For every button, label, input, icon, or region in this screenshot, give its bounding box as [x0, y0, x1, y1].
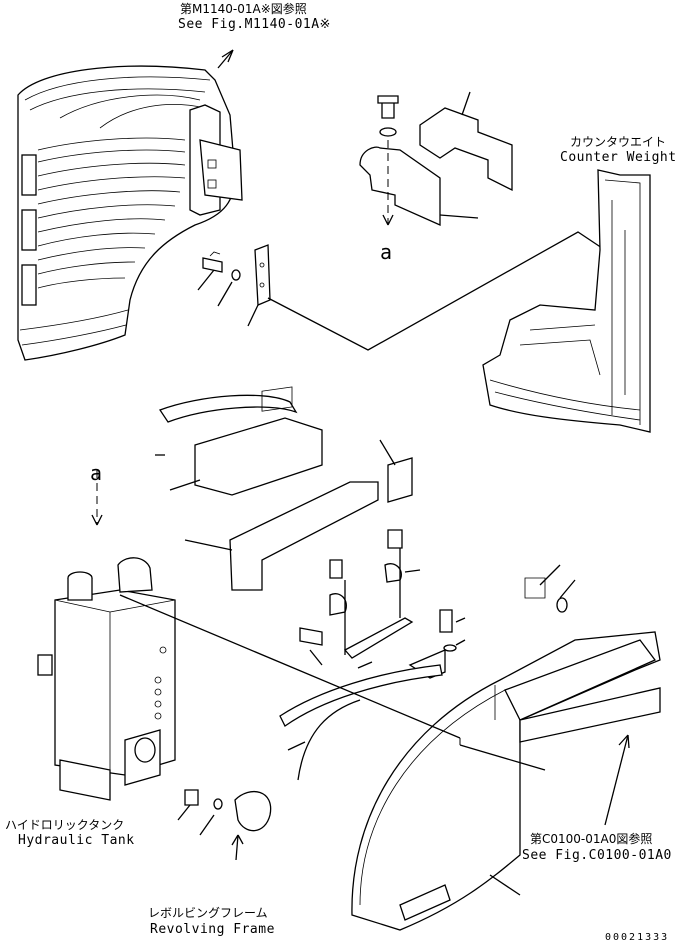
ref-a-upper: a [380, 240, 393, 264]
counterweight-body [482, 169, 651, 433]
hydraulic-tank [37, 470, 546, 861]
revolving-frame-en-label: Revolving Frame [150, 922, 275, 937]
top-ref-en-label: See Fig.M1140-01A※ [178, 17, 331, 32]
top-ref-jp-label: 第M1140-01A※図参照 [180, 2, 307, 16]
engine-hood-cover [17, 49, 243, 361]
ref-a-lower: a [90, 461, 103, 485]
counterweight-plate-parts [359, 91, 513, 227]
bottom-ref-jp-label: 第C0100-01A0図参照 [530, 832, 653, 846]
side-cover-panel [351, 564, 661, 931]
bottom-ref-en-label: See Fig.C0100-01A0 [522, 848, 672, 863]
hydraulic-tank-en-label: Hydraulic Tank [18, 833, 135, 848]
cover-seal-parts [155, 386, 413, 591]
hood-bracket [197, 231, 606, 351]
revolving-frame-jp-label: レボルビングフレーム [148, 906, 268, 920]
bottom-ref-leader [489, 734, 630, 896]
counter-weight-jp-label: カウンタウエイト [570, 135, 667, 149]
counter-weight-en-label: Counter Weight [560, 150, 677, 165]
hydraulic-tank-jp-label: ハイドロリックタンク [5, 818, 125, 832]
drawing-number: 00021333 [605, 932, 670, 943]
bracket-bolts [279, 529, 466, 781]
